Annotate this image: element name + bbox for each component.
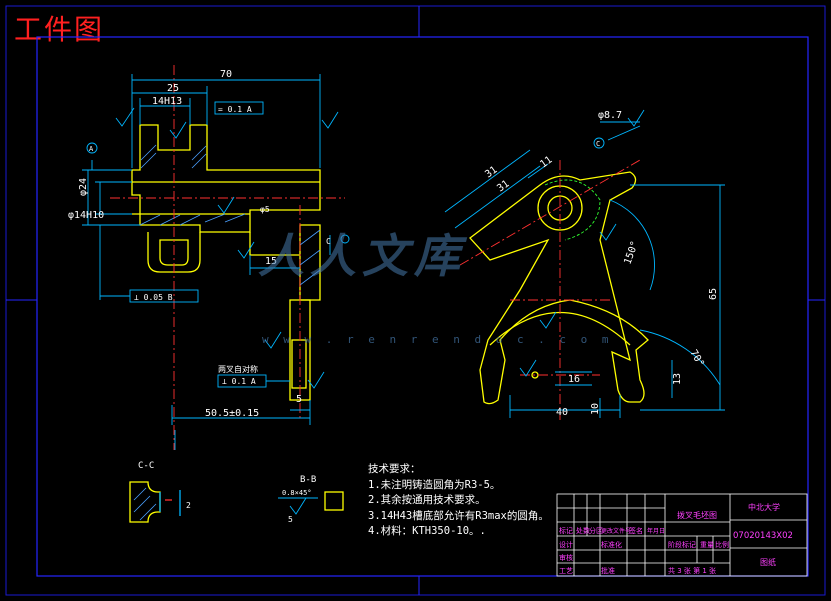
right-green <box>544 179 601 241</box>
drawing-number: 07020143X02 <box>733 531 793 541</box>
row-label-3: 更改文件号 <box>601 527 631 535</box>
label-two-fork: 两叉自对称 <box>218 364 258 374</box>
dim-15: 15 <box>265 256 277 267</box>
watermark-url: w w w . r e n r e n d o c . c o m <box>262 333 613 346</box>
dim-14h13: 14H13 <box>152 96 182 107</box>
dim-70deg: 70° <box>687 348 706 369</box>
note-item: 4.材料：KTH350-10。. <box>368 525 486 537</box>
datum-c: C <box>596 140 600 148</box>
tol-top: = 0.1 A <box>218 105 252 114</box>
dim-10: 10 <box>590 403 601 415</box>
title-block-text: 拨叉毛坯图 中北大学 07020143X02 图纸 标记 处数 分区 更改文件号… <box>559 502 793 575</box>
dim-65: 65 <box>708 288 719 300</box>
section-c-label: C <box>326 237 331 246</box>
left-dimensions <box>82 74 350 450</box>
row-label-5: 年月日 <box>647 527 665 535</box>
section-bb-dims <box>278 497 318 515</box>
dim-phi14h10: φ14H10 <box>68 210 104 221</box>
right-dim-text: φ8.7 C 31 31 11 150° 65 70° 40 16 13 10 <box>483 110 719 418</box>
part-name: 拨叉毛坯图 <box>677 510 717 520</box>
sheet-count: 共 3 张 第 1 张 <box>668 566 716 575</box>
row-label-1: 处数 <box>576 526 590 535</box>
dim-phi5: φ5 <box>260 205 270 214</box>
section-cc <box>129 481 181 523</box>
section-bb-label: B-B <box>300 475 316 485</box>
dim-5: 5 <box>296 394 302 405</box>
dim-31a: 31 <box>483 164 499 180</box>
process-label: 工艺 <box>559 567 573 575</box>
tol-left: ⊥ 0.05 B <box>134 293 173 302</box>
stage-mark: 阶段标记 <box>668 540 696 549</box>
left-view <box>131 124 321 401</box>
left-hatch <box>139 144 321 286</box>
review-label: 审核 <box>559 553 573 562</box>
note-item: 1.未注明铸造圆角为R3-5。 <box>368 478 501 491</box>
row-label-2: 分区 <box>589 526 603 535</box>
approve-label: 批准 <box>601 566 615 575</box>
row-label-0: 标记 <box>559 526 573 535</box>
left-dim-text: 70 25 14H13 = 0.1 A A φ24 φ14H10 ⊥ 0.05 … <box>68 69 331 419</box>
inner-frame <box>36 36 809 577</box>
notes-heading: 技术要求： <box>368 463 421 475</box>
watermark-brand: 人人文库 <box>258 229 466 283</box>
dim-31b: 31 <box>495 178 511 194</box>
datum-a: A <box>89 145 94 153</box>
weight-label: 重量 <box>700 541 714 549</box>
note-item: 2.其余按通用技术要求。 <box>368 494 486 506</box>
dim-phi8-7: φ8.7 <box>598 110 622 121</box>
row-label-4: 签名 <box>629 526 643 535</box>
scale-label: 比例 <box>715 540 729 549</box>
design-label: 设计 <box>559 540 573 549</box>
dim-11: 11 <box>538 154 554 170</box>
note-item: 3.14H43槽底部允许有R3max的圆角。 <box>368 509 549 522</box>
technical-requirements: 技术要求： 1.未注明铸造圆角为R3-5。 2.其余按通用技术要求。 3.14H… <box>368 462 549 540</box>
right-dimensions <box>444 109 725 418</box>
dim-50-5: 50.5±0.15 <box>205 408 259 419</box>
drawing-title: 工件图 <box>14 13 105 46</box>
dim-25: 25 <box>167 83 179 94</box>
roughness-symbols <box>115 107 339 389</box>
dim-70: 70 <box>220 69 232 80</box>
dim-13: 13 <box>672 373 683 385</box>
section-cc-hatch <box>133 487 157 521</box>
dim-40: 40 <box>556 407 568 418</box>
school-name: 中北大学 <box>748 502 780 512</box>
tol-right: ⊥ 0.1 A <box>222 377 256 386</box>
left-centerlines <box>110 65 345 450</box>
bb-chamfer: 0.8×45° <box>282 489 312 497</box>
dim-150: 150° <box>622 240 641 266</box>
section-bb <box>324 491 344 511</box>
dim-5r: 5 <box>288 515 293 524</box>
title-block <box>556 493 808 577</box>
right-centerlines <box>459 159 641 420</box>
standard-label: 标准化 <box>601 540 622 549</box>
dim-phi24: φ24 <box>78 178 89 196</box>
dim-16: 16 <box>568 374 580 385</box>
bottom-right-label: 图纸 <box>760 557 776 567</box>
section-cc-label: C-C <box>138 461 154 471</box>
dim-2: 2 <box>186 501 191 510</box>
